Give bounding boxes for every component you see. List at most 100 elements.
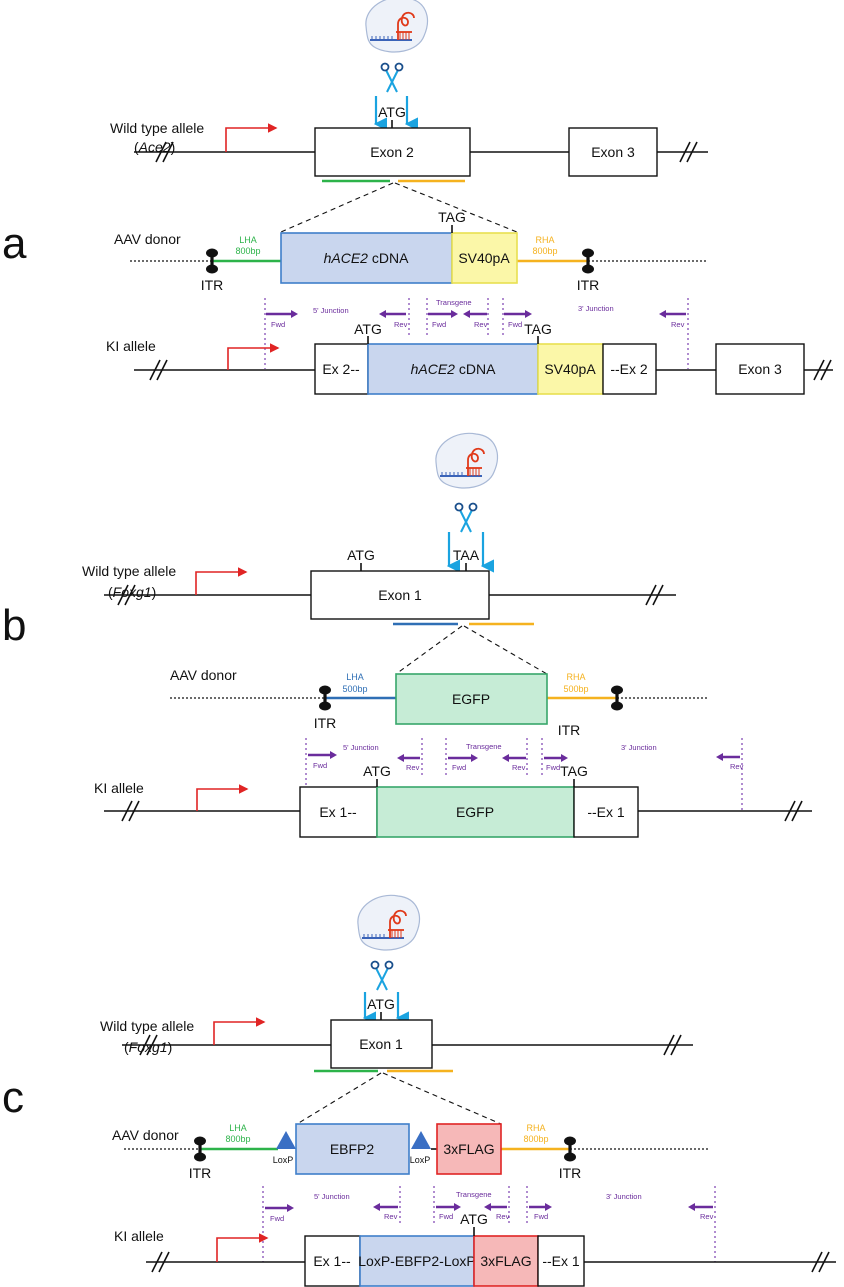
ki-hace2-label: hACE2 cDNA <box>411 361 496 377</box>
ki-promoter-arrow <box>227 343 280 370</box>
svg-text:Fwd: Fwd <box>270 1214 284 1223</box>
lha-label: LHA <box>239 235 257 245</box>
itr-left-label: ITR <box>314 715 337 731</box>
ki-loxp-ebfp2-box <box>359 1235 475 1287</box>
itr-right-label: ITR <box>577 277 600 293</box>
svg-text:Fwd: Fwd <box>432 320 446 329</box>
lha-label: LHA <box>229 1123 247 1133</box>
primer-fwd-3-junction: Fwd <box>544 754 568 772</box>
wt-gene-label: (Ace2) <box>134 139 175 155</box>
junction3-label: 3' Junction <box>578 304 614 313</box>
hace2-cdna-label: hACE2 cDNA <box>324 250 409 266</box>
panel-c: c Wild type allele (Foxg1) Exon 1 ATG AA… <box>2 894 836 1287</box>
ki-promoter-arrow <box>196 784 249 811</box>
ki-atg-label: ATG <box>460 1211 488 1227</box>
promoter-arrow <box>195 567 248 595</box>
svg-text:Fwd: Fwd <box>271 320 285 329</box>
exon1-label: Exon 1 <box>378 587 422 603</box>
exon2-box <box>314 127 471 177</box>
primer-rev-3-junction: Rev <box>688 1203 714 1221</box>
egfp-box <box>395 673 548 725</box>
ki-ex1-right-box <box>537 1235 585 1287</box>
ki-exon3-box <box>715 343 805 395</box>
primer-fwd-3-junction: Fwd <box>504 310 532 329</box>
exon3-label: Exon 3 <box>591 144 635 160</box>
rha-label: RHA <box>526 1123 545 1133</box>
ki-ex2-right-label: --Ex 2 <box>610 361 648 377</box>
lha-label: LHA <box>346 672 364 682</box>
ki-atg-label: ATG <box>363 763 391 779</box>
itr-left-label: ITR <box>201 277 224 293</box>
ki-atg-label: ATG <box>354 321 382 337</box>
exon1-box <box>310 570 490 620</box>
ki-ex1-left-box <box>299 786 378 838</box>
junction3-label: 3' Junction <box>606 1192 642 1201</box>
panel-letter-b: b <box>2 601 26 650</box>
rha-label: RHA <box>566 672 585 682</box>
wt-allele-label: Wild type allele <box>82 563 176 579</box>
wt-allele-label: Wild type allele <box>100 1018 194 1034</box>
primer-rev-transgene: Rev <box>463 310 488 329</box>
svg-text:Rev: Rev <box>730 762 744 771</box>
svg-text:Rev: Rev <box>496 1212 510 1221</box>
ki-sv40pa-label: SV40pA <box>544 361 596 377</box>
3xflag-box <box>436 1123 502 1175</box>
svg-text:Fwd: Fwd <box>508 320 522 329</box>
panel-b: b Wild type allele (Foxg1) Exon 1 ATG TA… <box>2 432 812 838</box>
promoter-arrow <box>213 1017 266 1045</box>
ki-ex1-left-label: Ex 1-- <box>313 1253 351 1269</box>
loxp-right-icon <box>411 1131 431 1149</box>
ki-ex2-left-label: Ex 2-- <box>322 361 360 377</box>
ki-ex1-left-box <box>304 1235 361 1287</box>
tag-label: TAG <box>438 209 466 225</box>
panel-a: a Wild type allele (Ace2) Exon 2 ATG Exo… <box>2 0 833 395</box>
cas9-icon <box>356 894 421 951</box>
panel-letter-a: a <box>2 219 27 268</box>
primer-rev-5-junction: Rev <box>397 754 420 772</box>
loxp-left-label: LoxP <box>273 1155 294 1165</box>
ki-allele-label: KI allele <box>114 1228 164 1244</box>
svg-text:Rev: Rev <box>474 320 488 329</box>
ki-ex1-right-label: --Ex 1 <box>542 1253 580 1269</box>
aav-donor-label: AAV donor <box>170 667 237 683</box>
exon1-label: Exon 1 <box>359 1036 403 1052</box>
lha-size: 500bp <box>342 684 367 694</box>
taa-label: TAA <box>453 547 480 563</box>
ki-ex1-left-label: Ex 1-- <box>319 804 357 820</box>
ki-egfp-label: EGFP <box>456 804 494 820</box>
transgene-label: Transgene <box>456 1190 492 1199</box>
scissors-icon <box>454 502 478 533</box>
ki-loxp-ebfp2-label: LoxP-EBFP2-LoxP <box>358 1253 476 1269</box>
loxp-left-icon <box>276 1131 296 1149</box>
svg-text:Rev: Rev <box>512 763 526 772</box>
primer-fwd-3-junction: Fwd <box>529 1203 552 1221</box>
aav-donor-label: AAV donor <box>114 231 181 247</box>
wt-gene-label: (Foxg1) <box>124 1039 172 1055</box>
atg-label: ATG <box>367 996 395 1012</box>
rha-label: RHA <box>535 235 554 245</box>
primer-rev-transgene: Rev <box>502 754 526 772</box>
ki-ex2-right-box <box>602 343 657 395</box>
rha-size: 800bp <box>532 246 557 256</box>
primer-rev-transgene: Rev <box>484 1203 510 1221</box>
sv40pa-box <box>451 232 518 284</box>
junction5-label: 5' Junction <box>343 743 379 752</box>
primer-fwd-transgene: Fwd <box>428 310 458 329</box>
promoter-arrow <box>225 123 278 152</box>
itr-right-label: ITR <box>558 722 581 738</box>
exon3-box <box>568 127 658 177</box>
scissors-icon <box>370 960 394 991</box>
svg-text:Fwd: Fwd <box>313 761 327 770</box>
svg-text:Rev: Rev <box>394 320 408 329</box>
svg-text:Rev: Rev <box>384 1212 398 1221</box>
primer-fwd-5-junction: Fwd <box>265 1204 294 1223</box>
cas9-icon <box>434 432 499 489</box>
ki-ex2-left-box <box>314 343 369 395</box>
aav-donor-label: AAV donor <box>112 1127 179 1143</box>
egfp-label: EGFP <box>452 691 490 707</box>
junction5-label: 5' Junction <box>313 306 349 315</box>
ki-promoter-arrow <box>216 1233 269 1262</box>
transgene-label: Transgene <box>436 298 472 307</box>
junction5-label: 5' Junction <box>314 1192 350 1201</box>
primer-rev-3-junction: Rev <box>716 753 744 771</box>
